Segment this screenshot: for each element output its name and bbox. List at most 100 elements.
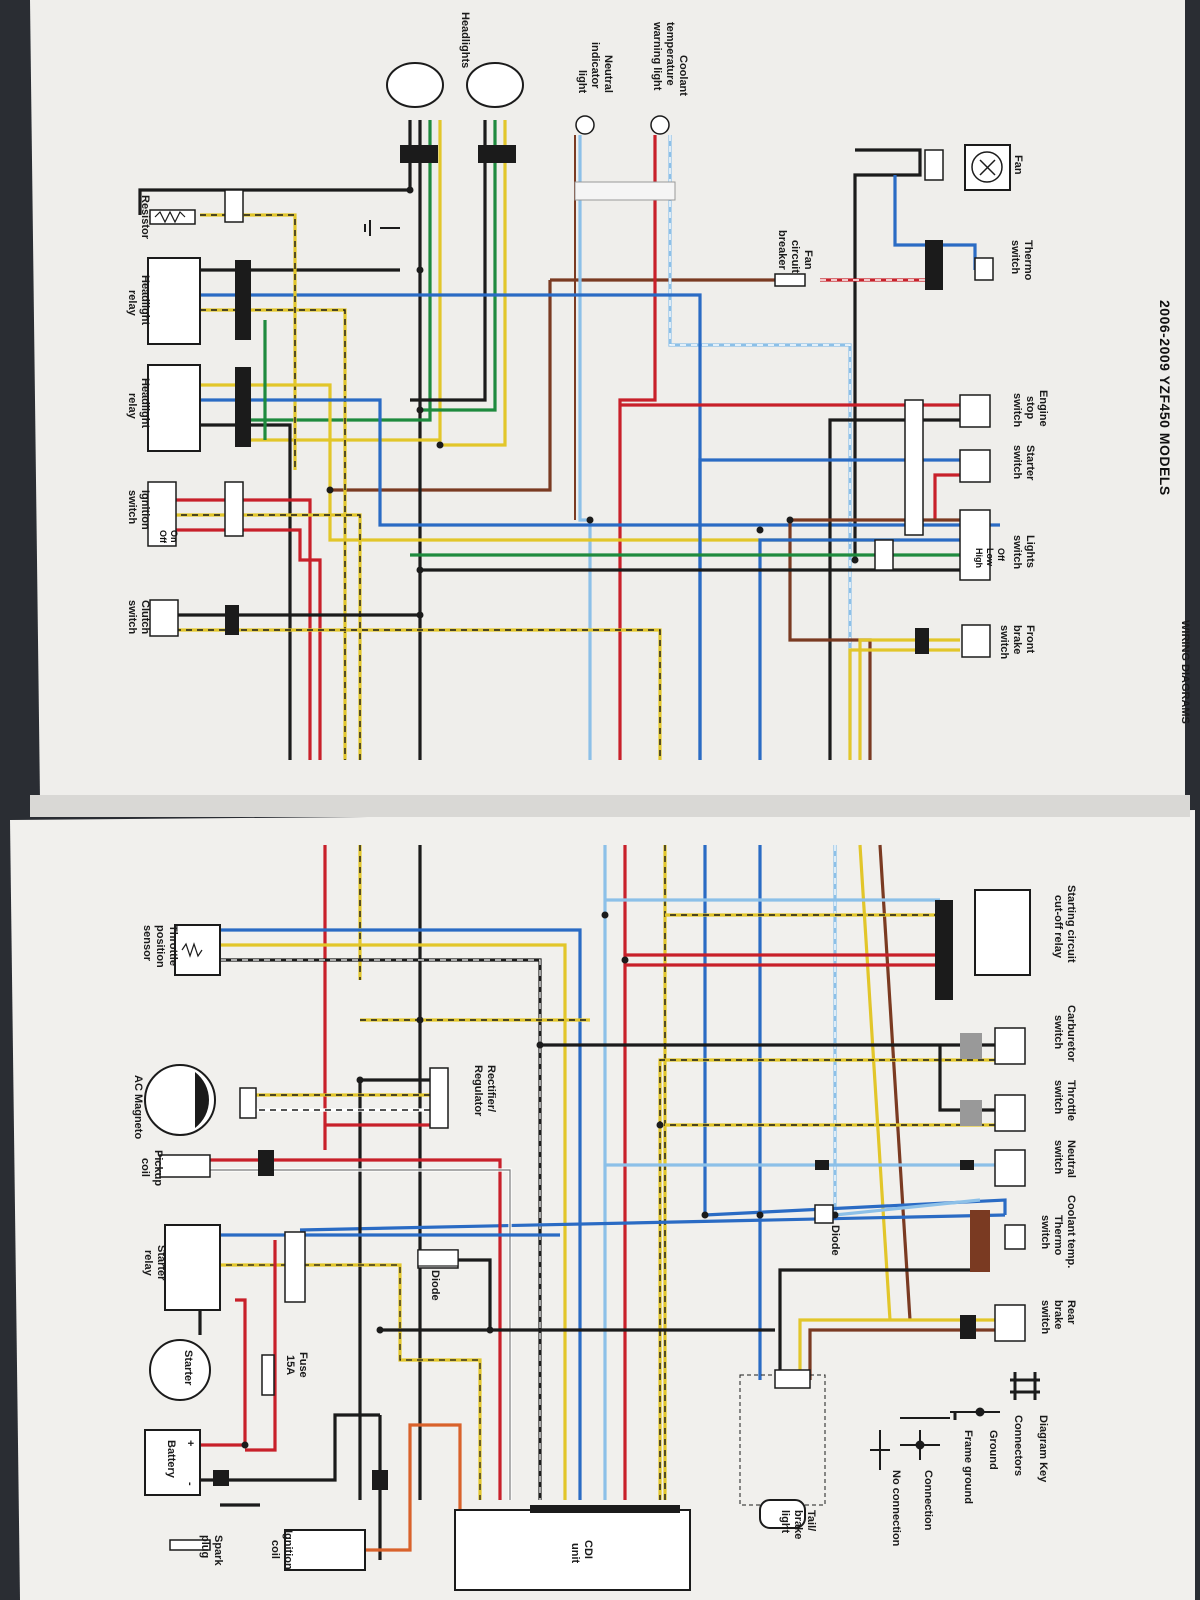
starter-motor [149,1339,275,1401]
fan-motor [924,144,1011,191]
label-rear-brake-2: brake [1052,1300,1064,1329]
ign-pos-on: On [169,530,179,543]
ign-pos-off: Off [158,530,168,544]
label-headlights: Headlights [459,12,471,68]
label-hl-relay1-2: relay [126,290,138,317]
label-lights-2: switch [1011,535,1023,570]
lights-pos-off: Off [996,548,1006,562]
resistor [149,189,244,225]
label-fuse-2: 15A [284,1355,296,1375]
label-neutral-1: Neutral [602,55,614,93]
upper-wires [138,120,1000,760]
key-connection: Connection [922,1470,934,1531]
label-rear-brake-3: switch [1039,1300,1051,1335]
label-coolant-1: Coolant [677,55,689,96]
label-ign-2: switch [126,490,138,525]
label-tail-2: brake [792,1510,804,1539]
label-coolant-3: warning light [651,21,663,91]
label-starter-sw-1: Starter [1024,445,1036,481]
label-spark-2: plug [199,1535,211,1558]
carb-throttle-switches [815,1027,1026,1187]
chapter-fragment: WIRING DIAGRAMS [1179,620,1191,724]
label-estop-1: Engine [1037,390,1049,427]
label-cdi-2: unit [569,1543,581,1563]
label-tps-3: sensor [141,925,153,962]
label-front-brake-1: Front [1024,625,1036,653]
cdi-unit [454,1505,691,1591]
label-fuse-1: Fuse [297,1352,309,1378]
label-rect-2: Regulator [472,1065,484,1117]
label-start-relay-2: cut-off relay [1052,895,1064,959]
label-clutch-2: switch [126,600,138,635]
label-diode-1: Diode [429,1270,441,1301]
fan-breaker [774,273,806,287]
label-rear-brake-1: Rear [1065,1300,1077,1325]
key-frame-ground: Frame ground [962,1430,974,1504]
label-ign-coil-2: coil [269,1540,281,1559]
label-cdi-1: CDI [582,1540,594,1559]
label-coolant-thermo-1: Coolant temp. [1065,1195,1077,1268]
header-text: 2006-2009 YZF450 MODELS WIRING DIAGRAMS [1157,300,1191,724]
label-hl-relay2-1: Headlight [139,378,151,428]
clutch-switch-upper [149,599,239,637]
upper-junctions [326,186,859,619]
battery-plus: + [184,1440,196,1446]
label-tps-2: position [154,925,166,968]
rear-brake [960,1304,1026,1342]
label-estop-2: stop [1024,396,1036,420]
label-lights-1: Lights [1024,535,1036,568]
key-title: Diagram Key [1037,1415,1049,1483]
label-diode-2: Diode [829,1225,841,1256]
lights-pos-high: High [974,548,984,568]
thermo-switch-upper [925,240,994,290]
diode-lower [417,1249,459,1267]
label-neutral-3: light [576,70,588,94]
ignition-coil-lower [169,1470,388,1571]
label-magneto: AC Magneto [132,1075,144,1139]
page-title: 2006-2009 YZF450 MODELS [1157,300,1173,496]
label-carb-2: switch [1052,1015,1064,1050]
tail-light-assembly [739,1369,826,1529]
label-tail-1: Tail/ [805,1510,817,1531]
label-coolant-thermo-3: switch [1039,1215,1051,1250]
label-start-relay-1: Starting circuit [1065,885,1077,963]
label-front-brake-2: brake [1011,625,1023,654]
label-estop-3: switch [1011,393,1023,428]
lower-labels: Starting circuit cut-off relay Carbureto… [132,885,1077,1570]
label-clutch-1: Clutch [139,600,151,635]
label-front-brake-3: switch [998,625,1010,660]
label-throttle-sw-2: switch [1052,1080,1064,1115]
label-neutral-sw-2: switch [1052,1140,1064,1175]
label-carb-1: Carburetor [1065,1005,1077,1063]
headlight-relays [147,257,251,452]
handlebar-switches [874,394,991,658]
label-coolant-thermo-2: Thermo [1052,1215,1064,1256]
label-thermo-2: switch [1009,240,1021,275]
key-ground: Ground [987,1430,999,1470]
label-hl-relay1-1: Headlight [139,275,151,325]
diagram-key [870,1372,1040,1470]
label-starter-relay-1: Starter [155,1245,167,1281]
lights-pos-low: Low [985,548,995,567]
label-tps-1: Throttle [167,925,179,966]
label-neutral-sw-1: Neutral [1065,1140,1077,1178]
label-breaker-1: Fan [802,250,814,270]
label-hl-relay2-2: relay [126,393,138,420]
label-breaker-3: breaker [776,230,788,270]
tps [174,924,221,976]
indicator-lamps [574,115,676,201]
headlight-lamps [386,62,524,163]
key-no-connection: No connection [890,1470,902,1547]
label-starter-sw-2: switch [1011,445,1023,480]
battery-minus: - [184,1482,196,1486]
label-tail-3: light [779,1510,791,1534]
lower-page [10,810,1195,1600]
label-starter-relay-2: relay [142,1250,154,1277]
battery-lower [144,1429,229,1496]
ignition-switch-upper [147,481,244,547]
label-throttle-sw-1: Throttle [1065,1080,1077,1121]
label-coolant-2: temperature [664,22,676,86]
magneto [144,1064,449,1136]
label-breaker-2: circuit [789,240,801,273]
